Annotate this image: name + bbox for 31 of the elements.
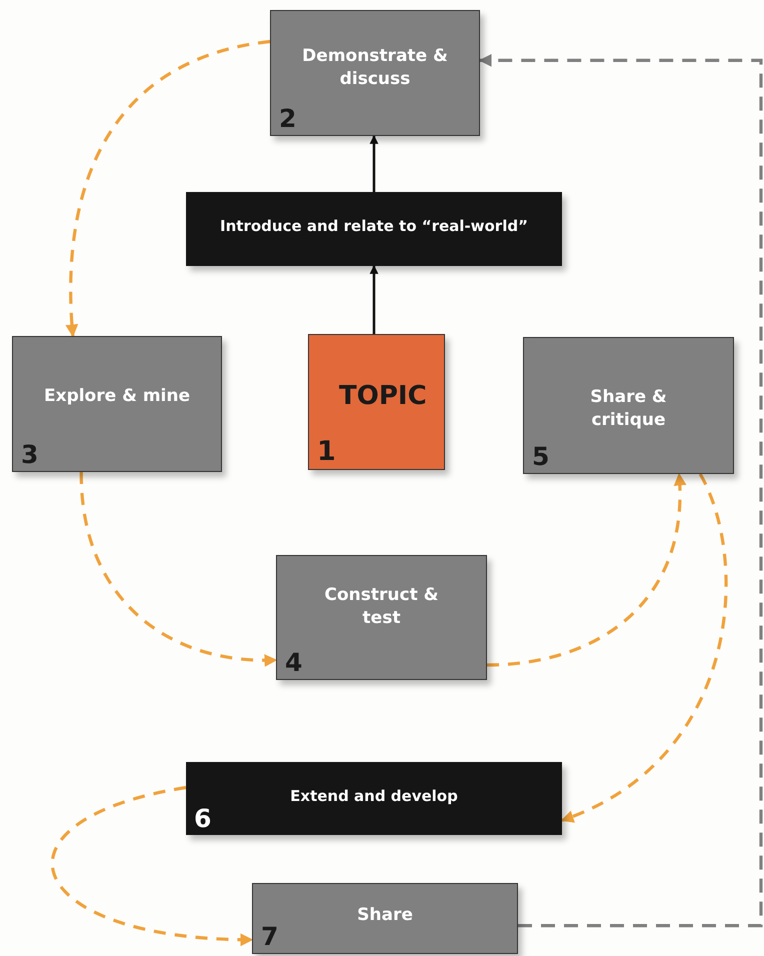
step-box <box>12 336 222 472</box>
dashed-arrow <box>80 472 278 666</box>
step-label: Demonstrate & discuss <box>301 45 449 91</box>
step-number: 3 <box>21 442 38 467</box>
step-box <box>270 10 480 136</box>
step-number: 7 <box>261 924 278 949</box>
step-label: TOPIC <box>338 380 428 413</box>
step-box <box>276 555 487 680</box>
step-number: 5 <box>532 444 550 469</box>
step-number: 4 <box>285 650 302 675</box>
step-label: Share & critique <box>589 386 668 432</box>
step-number: 2 <box>279 106 296 131</box>
dashed-arrow <box>560 473 728 822</box>
step-number: 6 <box>194 806 212 831</box>
step-box <box>523 337 734 474</box>
arrow <box>370 265 378 334</box>
step-label: Share <box>356 904 414 927</box>
step-label: Explore & mine <box>42 385 191 408</box>
dashed-arrow <box>486 472 686 667</box>
step-box <box>252 883 518 954</box>
topic-box <box>308 334 445 470</box>
arrow <box>370 135 378 192</box>
step-number: 1 <box>317 438 336 465</box>
step-label: Extend and develop <box>289 786 459 806</box>
step-label: Introduce and relate to “real-world” <box>219 216 529 236</box>
dashed-arrow <box>66 40 270 338</box>
banner-box <box>186 762 562 835</box>
dashed-arrow <box>478 54 763 928</box>
banner-box <box>186 192 562 266</box>
step-label: Construct & test <box>324 584 440 630</box>
dashed-arrow <box>51 786 254 946</box>
